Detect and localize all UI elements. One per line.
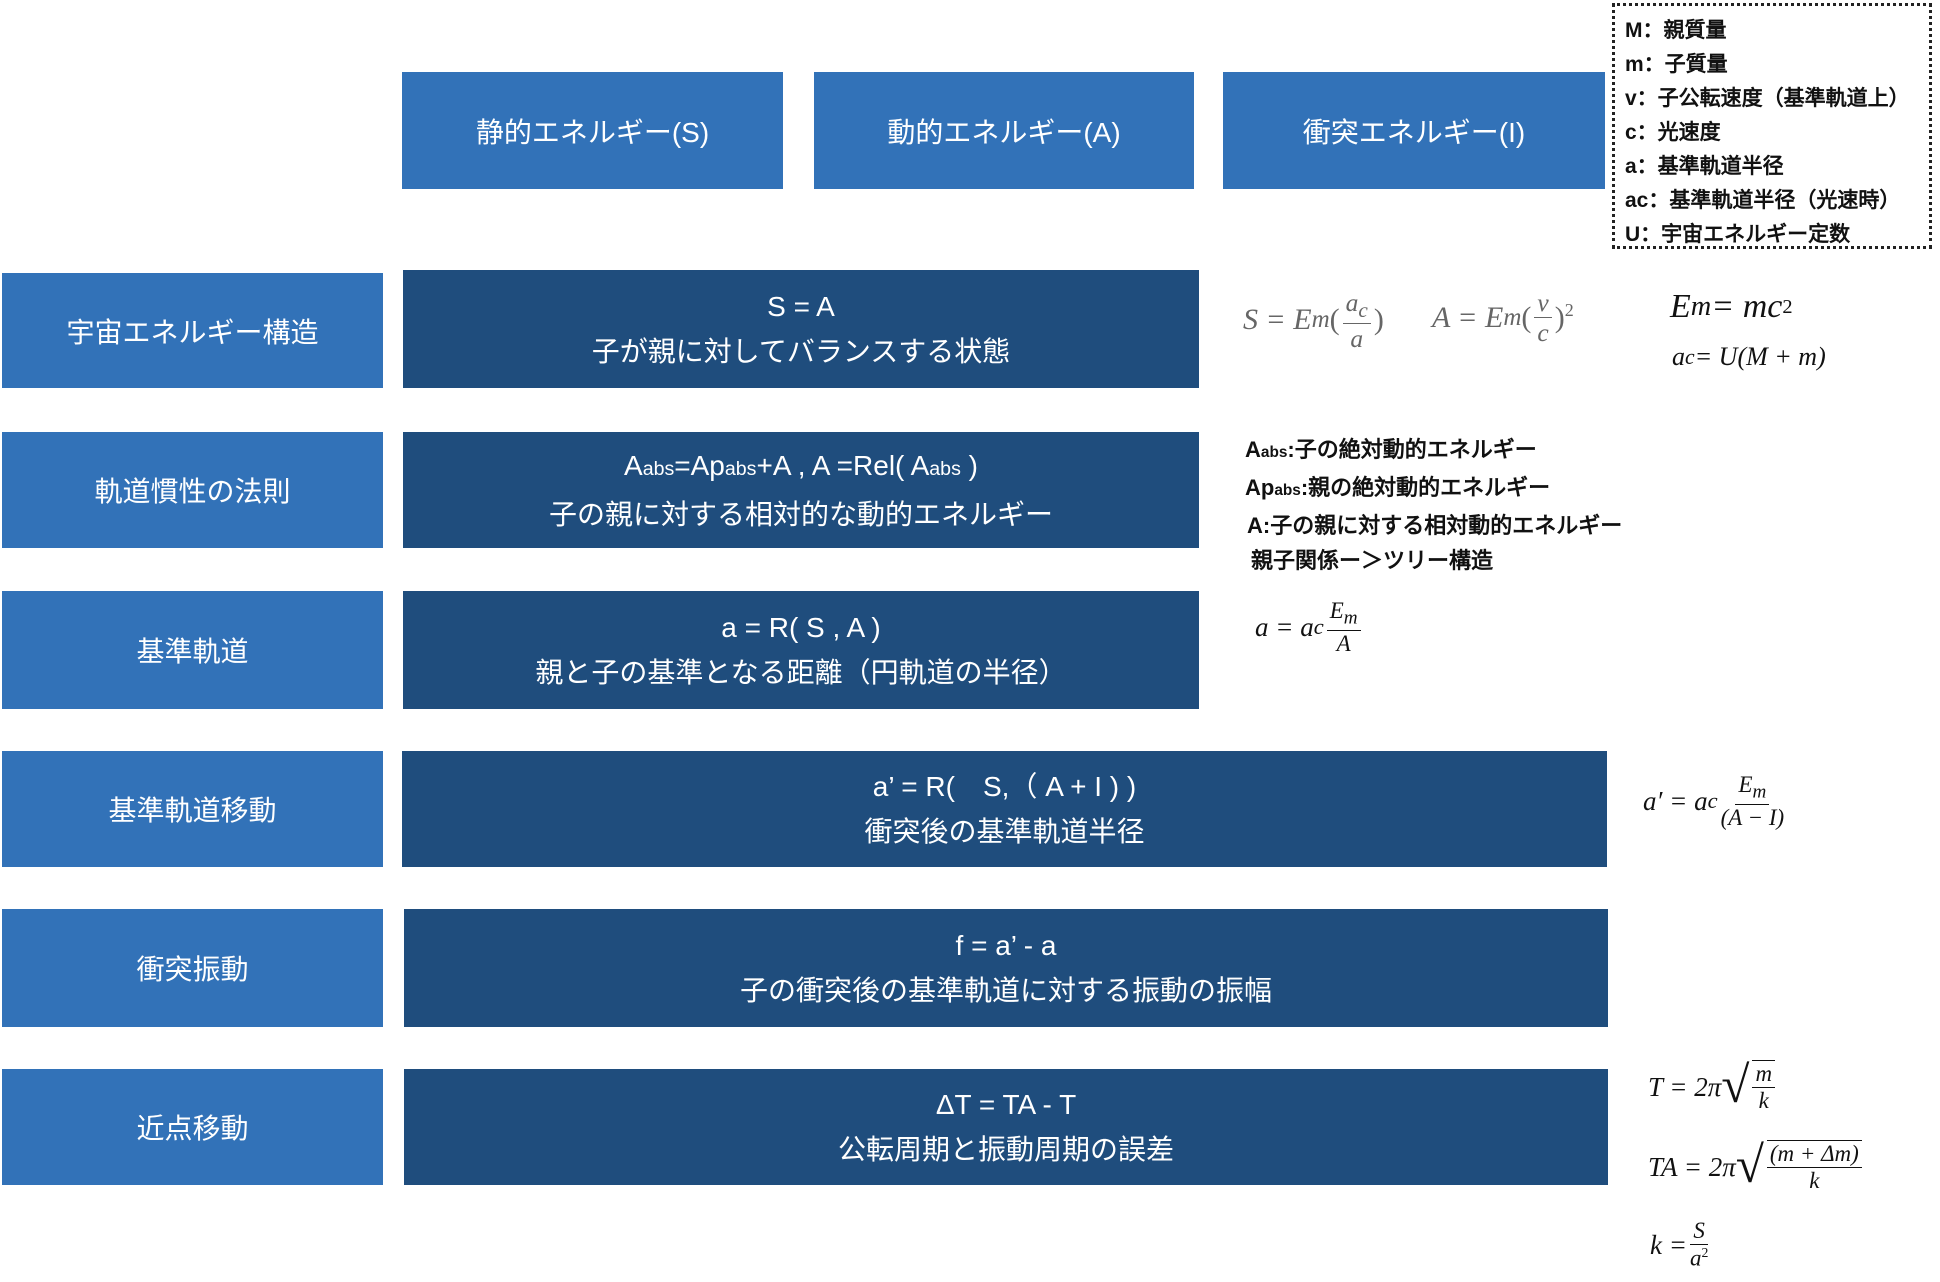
legend-item: U：宇宙エネルギー定数 — [1625, 223, 1851, 246]
legend-item: c：光速度 — [1625, 121, 1721, 144]
header-label: 動的エネルギー(A) — [887, 116, 1121, 148]
header-label: 静的エネルギー(S) — [475, 116, 710, 148]
description-line: 衝突後の基準軌道半径 — [864, 816, 1145, 847]
row-label: 基準軌道 — [136, 636, 249, 667]
formula-line: a = R( S , A ) — [721, 612, 881, 643]
row-label-orbital-inertia: 軌道慣性の法則 — [2, 432, 383, 548]
row-content-orbital-inertia: Aabs=Apabs+A , A =Rel( Aabs ) 子の親に対する相対的… — [403, 432, 1199, 548]
row-label-orbit-shift: 基準軌道移動 — [2, 751, 383, 867]
row-label-perihelion-shift: 近点移動 — [2, 1069, 383, 1185]
row-content-orbit-shift: a’ = R( S,（ A + I ) ) 衝突後の基準軌道半径 — [402, 751, 1607, 867]
formula-line: Aabs=Apabs+A , A =Rel( Aabs ) — [624, 450, 978, 481]
annotation-line: Apabs:親の絶対動的エネルギー — [1245, 475, 1551, 500]
description-line: 親と子の基準となる距離（円軌道の半径） — [535, 657, 1067, 688]
formula-line: ΔT = TA - T — [935, 1089, 1077, 1120]
formula-line: S = A — [767, 291, 835, 322]
description-line: 子の衝突後の基準軌道に対する振動の振幅 — [739, 975, 1272, 1006]
row-content-collision-vibration: f = a’ - a 子の衝突後の基準軌道に対する振動の振幅 — [404, 909, 1608, 1027]
row-content-cosmic-energy: S = A 子が親に対してバランスする状態 — [403, 270, 1199, 388]
row-label: 軌道慣性の法則 — [94, 476, 291, 507]
row-label: 宇宙エネルギー構造 — [66, 316, 319, 348]
formula-line: a’ = R( S,（ A + I ) ) — [872, 771, 1137, 802]
row-content-reference-orbit: a = R( S , A ) 親と子の基準となる距離（円軌道の半径） — [403, 591, 1199, 709]
annotation-line: 親子関係ー＞ツリー構造 — [1251, 548, 1494, 573]
variable-legend: M：親質量 m：子質量 v：子公転速度（基準軌道上） c：光速度 a：基準軌道半… — [1612, 3, 1932, 249]
row-label: 近点移動 — [136, 1113, 249, 1144]
legend-item: v：子公転速度（基準軌道上） — [1625, 87, 1910, 110]
row-label-cosmic-energy: 宇宙エネルギー構造 — [2, 273, 383, 388]
legend-item: ac：基準軌道半径（光速時） — [1625, 189, 1901, 212]
row-content-perihelion-shift: ΔT = TA - T 公転周期と振動周期の誤差 — [404, 1069, 1608, 1185]
row-label: 衝突振動 — [136, 954, 249, 985]
header-collision-energy: 衝突エネルギー(I) — [1223, 72, 1605, 189]
description-line: 子の親に対する相対的な動的エネルギー — [548, 499, 1053, 530]
row-label: 基準軌道移動 — [108, 795, 277, 826]
header-dynamic-energy: 動的エネルギー(A) — [814, 72, 1194, 189]
formula-period-ta: TA = 2π √(m + Δm)k — [1648, 1140, 1865, 1195]
row-label-collision-vibration: 衝突振動 — [2, 909, 383, 1027]
header-static-energy: 静的エネルギー(S) — [402, 72, 783, 189]
legend-item: m：子質量 — [1625, 53, 1728, 76]
row-label-reference-orbit: 基準軌道 — [2, 591, 383, 709]
annotation-line: Aabs:子の絶対動的エネルギー — [1245, 437, 1537, 462]
legend-item: a：基準軌道半径 — [1625, 155, 1784, 178]
formula-line: f = a’ - a — [955, 930, 1057, 961]
energy-annotations: Aabs:子の絶対動的エネルギー Apabs:親の絶対動的エネルギー A:子の親… — [1245, 432, 1622, 578]
description-line: 子が親に対してバランスする状態 — [591, 336, 1011, 367]
annotation-line: A:子の親に対する相対動的エネルギー — [1247, 513, 1623, 538]
header-label: 衝突エネルギー(I) — [1302, 116, 1526, 148]
legend-item: M：親質量 — [1625, 19, 1727, 42]
description-line: 公転周期と振動周期の誤差 — [837, 1134, 1174, 1165]
